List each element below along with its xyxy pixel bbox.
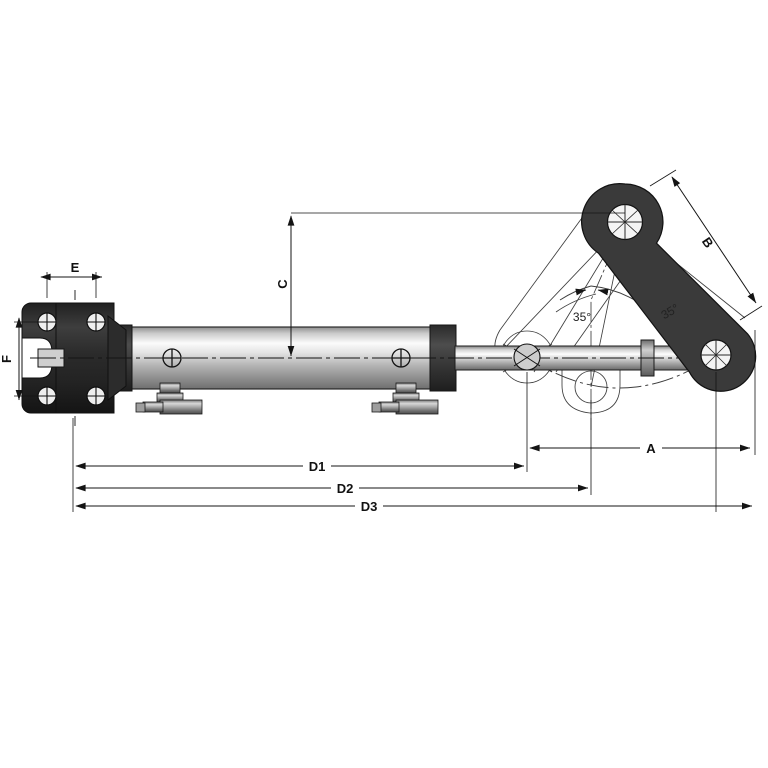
- dimension-E: E: [40, 260, 103, 298]
- B-dimension-line: [671, 176, 757, 304]
- angle-label-left: 35°: [573, 310, 591, 324]
- bolt-hole-bottom-right: [86, 386, 106, 406]
- hydraulic-port-fittings: [135, 348, 439, 415]
- link-arm-lower-pivot: [700, 339, 732, 371]
- dimension-A: A: [529, 438, 751, 456]
- dimension-label-A: A: [646, 441, 656, 456]
- dimension-label-D1: D1: [309, 459, 326, 474]
- angle-arrow-left: [575, 288, 587, 296]
- angle-arrow-right: [597, 288, 609, 296]
- rod-eye-pin: [513, 343, 541, 371]
- dimension-label-D3: D3: [361, 499, 378, 514]
- dimension-label-E: E: [71, 260, 80, 275]
- ghost-clevis-outline: [561, 355, 621, 414]
- dimension-label-F: F: [0, 355, 14, 363]
- dimension-F: F: [0, 317, 42, 401]
- angle-arc-left-outer: [555, 293, 597, 313]
- bolt-hole-top-left: [37, 312, 57, 332]
- link-arm-upper-pivot: [606, 203, 644, 241]
- B-extension-upper: [649, 169, 677, 187]
- dimension-label-C: C: [275, 279, 290, 289]
- dimension-label-D2: D2: [337, 481, 354, 496]
- flange-bolt-holes: [37, 312, 106, 406]
- dimension-D2: D2: [75, 478, 589, 496]
- dimension-D3: D3: [75, 496, 753, 514]
- dimension-D1: D1: [75, 456, 525, 474]
- B-extension-lower: [739, 305, 763, 321]
- dimension-C: C: [275, 212, 625, 357]
- bolt-hole-top-right: [86, 312, 106, 332]
- port-fitting-front: [371, 348, 439, 415]
- port-fitting-rear: [135, 348, 203, 415]
- angle-arc-left: [559, 285, 592, 301]
